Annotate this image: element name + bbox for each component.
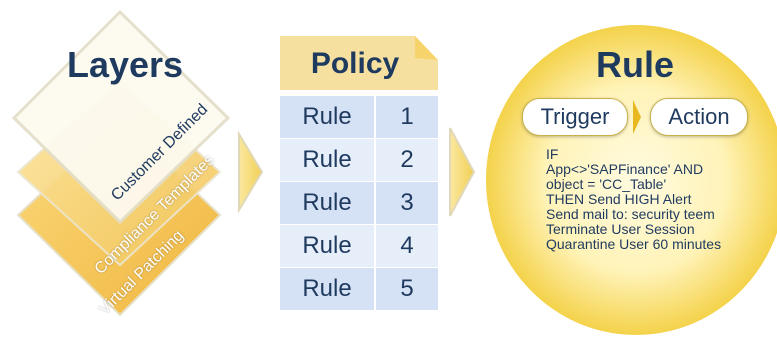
layer-customer-defined bbox=[11, 9, 231, 225]
policy-row: Rule 4 bbox=[280, 225, 438, 267]
trigger-action-arrow-icon bbox=[633, 100, 641, 134]
policy-row: Rule 3 bbox=[280, 182, 438, 224]
rule-label: Rule bbox=[280, 268, 374, 310]
rule-number: 5 bbox=[376, 268, 438, 310]
action-pill: Action bbox=[650, 98, 748, 136]
rule-number: 2 bbox=[376, 139, 438, 181]
rule-label: Rule bbox=[280, 96, 374, 138]
policy-row: Rule 2 bbox=[280, 139, 438, 181]
policy-row: Rule 5 bbox=[280, 268, 438, 310]
policy-header-tab bbox=[280, 36, 438, 90]
rule-line: Terminate User Session bbox=[546, 221, 695, 237]
rule-line: Quarantine User 60 minutes bbox=[546, 236, 722, 252]
rule-number: 4 bbox=[376, 225, 438, 267]
arrow-right-icon bbox=[449, 127, 476, 217]
rule-line: object = 'CC_Table' bbox=[546, 176, 667, 192]
policy-row: Rule 1 bbox=[280, 96, 438, 138]
policy-title: Policy bbox=[310, 47, 400, 80]
rule-line: THEN Send HIGH Alert bbox=[546, 191, 692, 207]
rule-label: Rule bbox=[280, 182, 374, 224]
rule-definition: IF App<>'SAPFinance' AND object = 'CC_Ta… bbox=[546, 147, 721, 252]
arrow-right-icon bbox=[238, 130, 264, 214]
rule-number: 1 bbox=[376, 96, 438, 138]
rule-line: IF bbox=[546, 146, 559, 162]
rule-line: Send mail to: security teem bbox=[546, 206, 715, 222]
rule-line: App<>'SAPFinance' AND bbox=[546, 161, 704, 177]
rule-label: Rule bbox=[280, 139, 374, 181]
rule-number: 3 bbox=[376, 182, 438, 224]
policy-table: Rule 1 Rule 2 Rule 3 Rule 4 Rule 5 bbox=[280, 96, 438, 311]
rule-title: Rule bbox=[595, 44, 674, 85]
layers-title: Layers bbox=[66, 44, 184, 85]
trigger-pill: Trigger bbox=[522, 98, 628, 136]
rule-label: Rule bbox=[280, 225, 374, 267]
